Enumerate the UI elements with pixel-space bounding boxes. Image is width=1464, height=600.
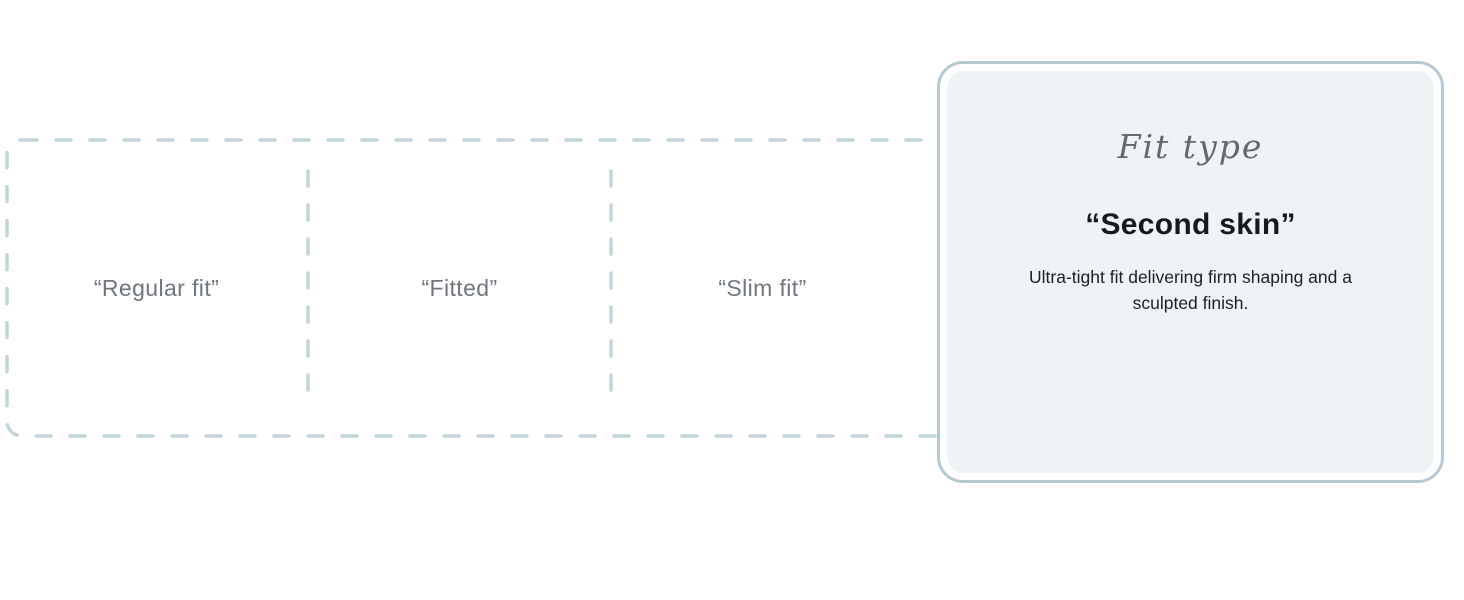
card-description: Ultra-tight fit delivering firm shaping … [1029, 267, 1352, 314]
option-label-regular-fit: “Regular fit” [93, 274, 220, 301]
card-category-heading: Fit type [1117, 127, 1264, 166]
option-cell-regular-fit[interactable]: “Regular fit” [5, 138, 308, 438]
option-cell-fitted[interactable]: “Fitted” [308, 138, 611, 438]
dashed-outline [5, 138, 1240, 438]
fit-type-card-panel: Fit type “Second skin” Ultra-tight fit d… [947, 71, 1434, 473]
option-label-slim-fit: “Slim fit” [718, 274, 807, 301]
dashed-border-rect [5, 138, 1240, 438]
card-term: “Second skin” [1085, 208, 1296, 241]
option-cells: “Regular fit” “Fitted” “Slim fit” [5, 138, 1240, 438]
fit-type-card[interactable]: Fit type “Second skin” Ultra-tight fit d… [937, 61, 1444, 483]
fit-options-board: “Regular fit” “Fitted” “Slim fit” [5, 138, 1240, 438]
option-label-fitted: “Fitted” [421, 274, 498, 301]
option-cell-slim-fit[interactable]: “Slim fit” [611, 138, 914, 438]
